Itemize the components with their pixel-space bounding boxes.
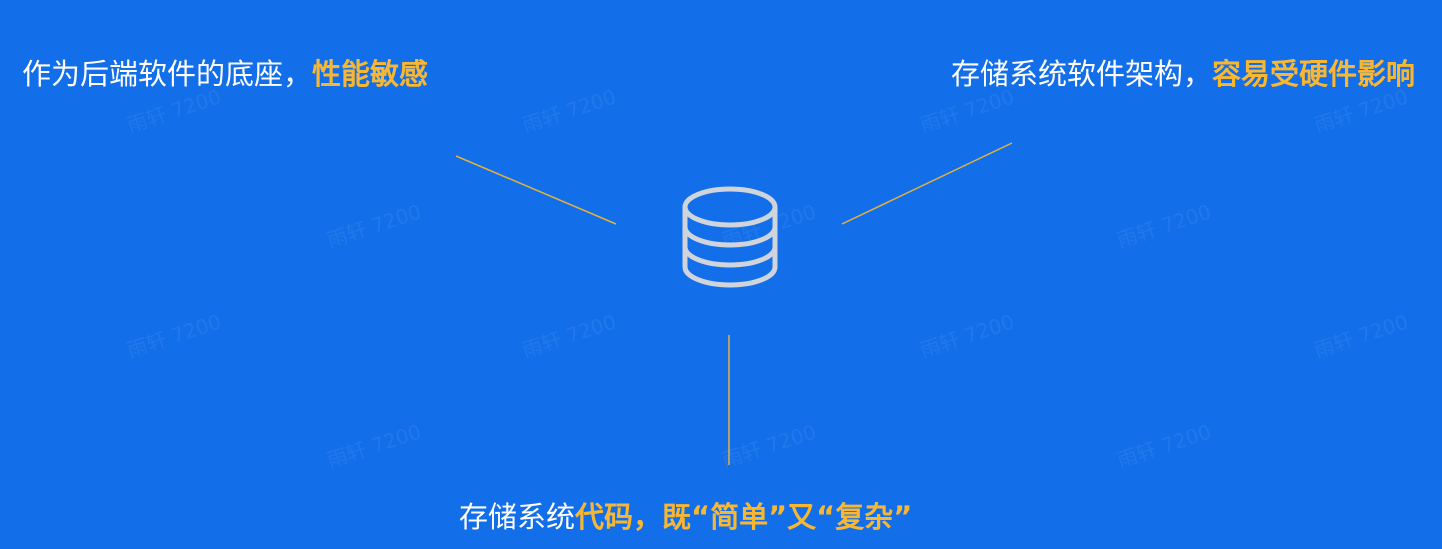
caption-performance: 作为后端软件的底座，性能敏感 bbox=[22, 54, 428, 94]
connector-right bbox=[841, 142, 1013, 225]
database-icon bbox=[682, 186, 778, 288]
caption-hardware-text: 存储系统软件架构， bbox=[950, 57, 1212, 91]
caption-code: 存储系统代码，既“简单”又“复杂” bbox=[459, 497, 912, 537]
connector-left bbox=[455, 155, 617, 225]
caption-hardware-highlight: 容易受硬件影响 bbox=[1211, 57, 1415, 91]
caption-code-highlight: 代码，既“简单”又“复杂” bbox=[575, 500, 913, 534]
caption-performance-highlight: 性能敏感 bbox=[312, 57, 429, 91]
caption-code-text: 存储系统 bbox=[459, 500, 576, 534]
caption-hardware: 存储系统软件架构，容易受硬件影响 bbox=[951, 54, 1415, 94]
caption-performance-text: 作为后端软件的底座， bbox=[22, 57, 313, 91]
